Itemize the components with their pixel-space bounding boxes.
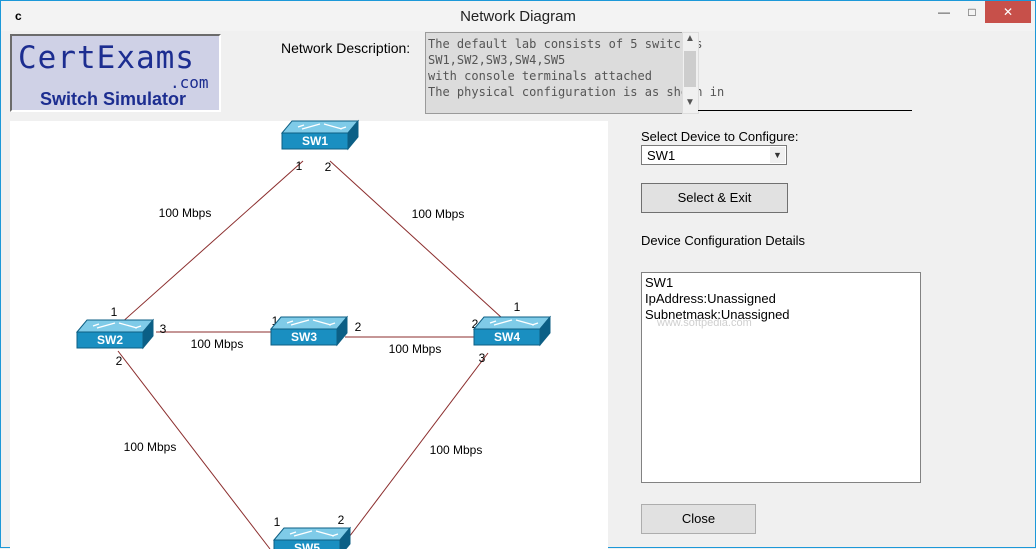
link-line	[339, 352, 489, 549]
link-line	[119, 160, 304, 325]
close-window-button[interactable]: ✕	[985, 1, 1031, 23]
port-label: 1	[296, 159, 303, 173]
scroll-up-icon[interactable]: ▲	[685, 33, 695, 44]
link-speed-label: 100 Mbps	[159, 206, 212, 220]
port-label: 2	[116, 354, 123, 368]
port-label: 1	[274, 515, 281, 529]
switch-sw4-icon[interactable]: SW4	[472, 315, 552, 347]
logo-com-text: .com	[170, 73, 209, 92]
switch-sw1-icon[interactable]: SW1	[280, 119, 360, 151]
switch-sw2-icon[interactable]: SW2	[75, 318, 155, 350]
link-speed-label: 100 Mbps	[430, 443, 483, 457]
maximize-button[interactable]: □	[968, 5, 976, 19]
description-scrollbar[interactable]: ▲ ▼	[682, 32, 699, 114]
select-exit-button[interactable]: Select & Exit	[641, 183, 788, 213]
port-label: 2	[325, 160, 332, 174]
logo-subtitle: Switch Simulator	[40, 89, 187, 109]
device-select[interactable]: SW1 ▼	[641, 145, 787, 165]
logo-main-text: CertExams	[18, 40, 195, 76]
close-button[interactable]: Close	[641, 504, 756, 534]
port-label: 2	[355, 320, 362, 334]
link-speed-label: 100 Mbps	[412, 207, 465, 221]
switch-label: SW5	[294, 541, 320, 549]
network-description-text: The default lab consists of 5 switches S…	[428, 37, 725, 99]
link-speed-label: 100 Mbps	[124, 440, 177, 454]
link-speed-label: 100 Mbps	[191, 337, 244, 351]
port-label: 1	[111, 305, 118, 319]
device-config-details-label: Device Configuration Details	[641, 233, 806, 248]
network-description-box[interactable]: The default lab consists of 5 switches S…	[425, 32, 724, 114]
port-label: 3	[160, 322, 167, 336]
device-select-value: SW1	[647, 148, 676, 163]
switch-label: SW3	[291, 330, 317, 344]
scroll-down-icon[interactable]: ▼	[685, 97, 695, 108]
port-label: 2	[472, 317, 479, 331]
network-description-label: Network Description:	[281, 40, 411, 56]
window-title: Network Diagram	[460, 8, 576, 25]
switch-label: SW4	[494, 330, 520, 344]
switch-label: SW2	[97, 333, 123, 347]
device-config-details-box[interactable]: SW1 IpAddress:Unassigned Subnetmask:Unas…	[641, 272, 921, 483]
details-line: SW1	[645, 275, 674, 290]
port-label: 1	[514, 300, 521, 314]
chevron-down-icon[interactable]: ▼	[770, 147, 785, 163]
switch-sw3-icon[interactable]: SW3	[269, 315, 349, 347]
watermark: www.softpedia.com	[657, 317, 752, 329]
switch-sw5-icon[interactable]: SW5	[272, 526, 352, 549]
title-bar[interactable]: c Network Diagram — □ ✕	[1, 1, 1035, 31]
details-line: Subnetmask:Unassigned	[645, 307, 790, 322]
description-underline	[698, 110, 912, 111]
link-line	[117, 350, 271, 549]
port-label: 2	[338, 513, 345, 527]
scroll-thumb[interactable]	[684, 51, 696, 87]
switch-label: SW1	[302, 134, 328, 148]
app-icon[interactable]: c	[15, 9, 22, 23]
port-label: 3	[479, 351, 486, 365]
select-device-label: Select Device to Configure:	[641, 129, 799, 144]
port-label: 1	[272, 314, 279, 328]
minimize-button[interactable]: —	[938, 5, 950, 19]
link-line	[329, 160, 503, 319]
network-diagram-canvas: 100 Mbps 1 1 100 Mbps 2 1 100 Mbps 3 1 100 Mbps 2 2…	[10, 119, 608, 549]
network-diagram-svg: 100 Mbps 1 1 100 Mbps 2 1 100 Mbps 3 1 100 Mbps 2 2…	[75, 119, 552, 549]
link-speed-label: 100 Mbps	[389, 342, 442, 356]
certexams-logo: CertExams .com Switch Simulator	[10, 34, 221, 112]
details-line: IpAddress:Unassigned	[645, 291, 776, 306]
